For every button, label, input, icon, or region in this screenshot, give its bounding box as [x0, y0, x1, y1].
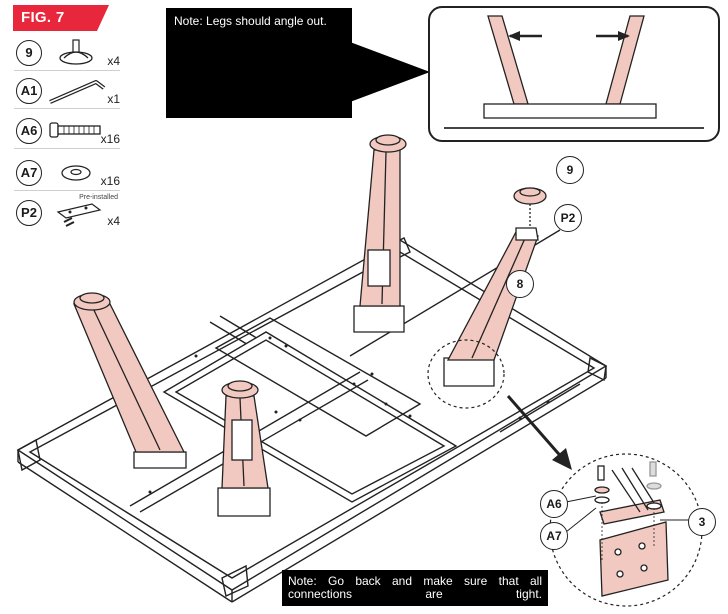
- bolt-icon: [49, 122, 101, 138]
- callout-leg: 8: [506, 270, 534, 298]
- part-row-9: 9 x4: [14, 34, 120, 71]
- note-top: Note: Legs should angle out.: [166, 8, 352, 118]
- legs-angle-illustration: [444, 15, 704, 129]
- allen-key-icon: [49, 80, 106, 104]
- note-bottom-text: Note: Go back and make sure that all con…: [288, 574, 542, 601]
- bracket-icon: [56, 203, 102, 227]
- part-quantity: x4: [107, 54, 120, 68]
- callout-foot: 9: [556, 156, 584, 184]
- part-row-p2: P2 Pre-installed x4: [14, 194, 120, 230]
- figure-label-banner: [13, 5, 109, 31]
- part-id-badge: A1: [16, 78, 42, 104]
- callout-bolt: A6: [540, 490, 568, 518]
- part-id-badge: A7: [16, 160, 42, 186]
- figure-label-text: FIG. 7: [21, 9, 65, 26]
- note-pointer: [350, 42, 430, 102]
- part-id-badge: 9: [16, 40, 42, 66]
- washer-icon: [61, 165, 91, 181]
- figure-label: FIG. 7: [13, 5, 109, 31]
- inset-legs-angle: [428, 6, 720, 142]
- leveling-foot-icon: [59, 39, 93, 65]
- part-quantity: x1: [107, 92, 120, 106]
- pre-installed-note: Pre-installed: [79, 194, 118, 201]
- part-quantity: x4: [107, 214, 120, 228]
- callout-washer: A7: [540, 522, 568, 550]
- part-row-a1: A1 x1: [14, 72, 120, 109]
- part-row-a6: A6 x16: [14, 112, 120, 149]
- note-bottom: Note: Go back and make sure that all con…: [282, 570, 548, 606]
- callout-plate: 3: [688, 508, 716, 536]
- part-quantity: x16: [100, 132, 120, 146]
- note-top-text: Note: Legs should angle out.: [174, 14, 327, 28]
- part-row-a7: A7 x16: [14, 154, 120, 191]
- part-id-badge: A6: [16, 118, 42, 144]
- part-id-badge: P2: [16, 200, 42, 226]
- callout-bracket: P2: [554, 204, 582, 232]
- part-quantity: x16: [100, 174, 120, 188]
